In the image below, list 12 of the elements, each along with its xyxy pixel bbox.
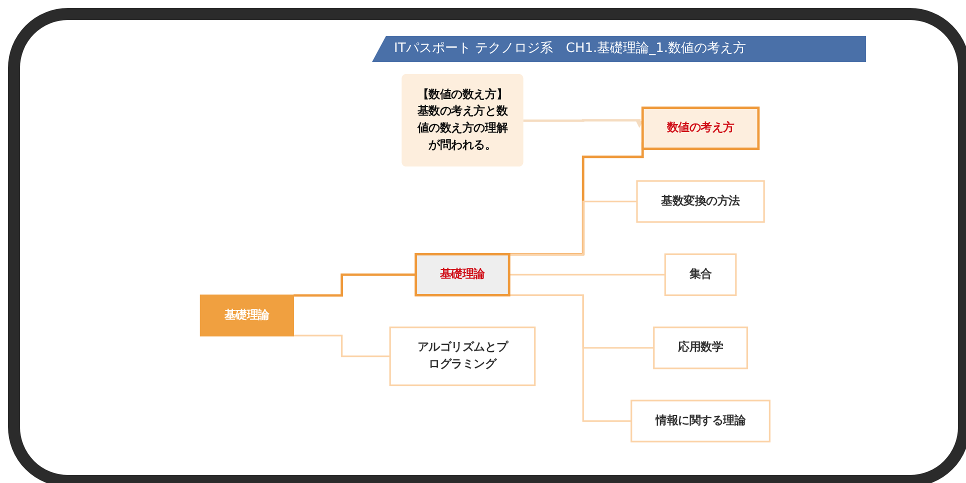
connector: [509, 274, 666, 276]
node-box: 集合: [664, 253, 737, 296]
node-box: 応用数学: [653, 326, 748, 370]
arrow: [523, 119, 643, 128]
node-box: アルゴリズムとプログラミング: [389, 326, 536, 386]
node-box: 基礎理論: [414, 252, 510, 296]
connector: [294, 334, 391, 358]
node-box: 基数変換の方法: [636, 180, 765, 223]
node-box: 数値の考え方: [641, 106, 760, 150]
node-box: 基礎理論: [200, 294, 294, 336]
connector: [294, 273, 418, 297]
title-banner: ITパスポート テクノロジ系 CH1.基礎理論_1.数値の考え方: [372, 36, 866, 62]
